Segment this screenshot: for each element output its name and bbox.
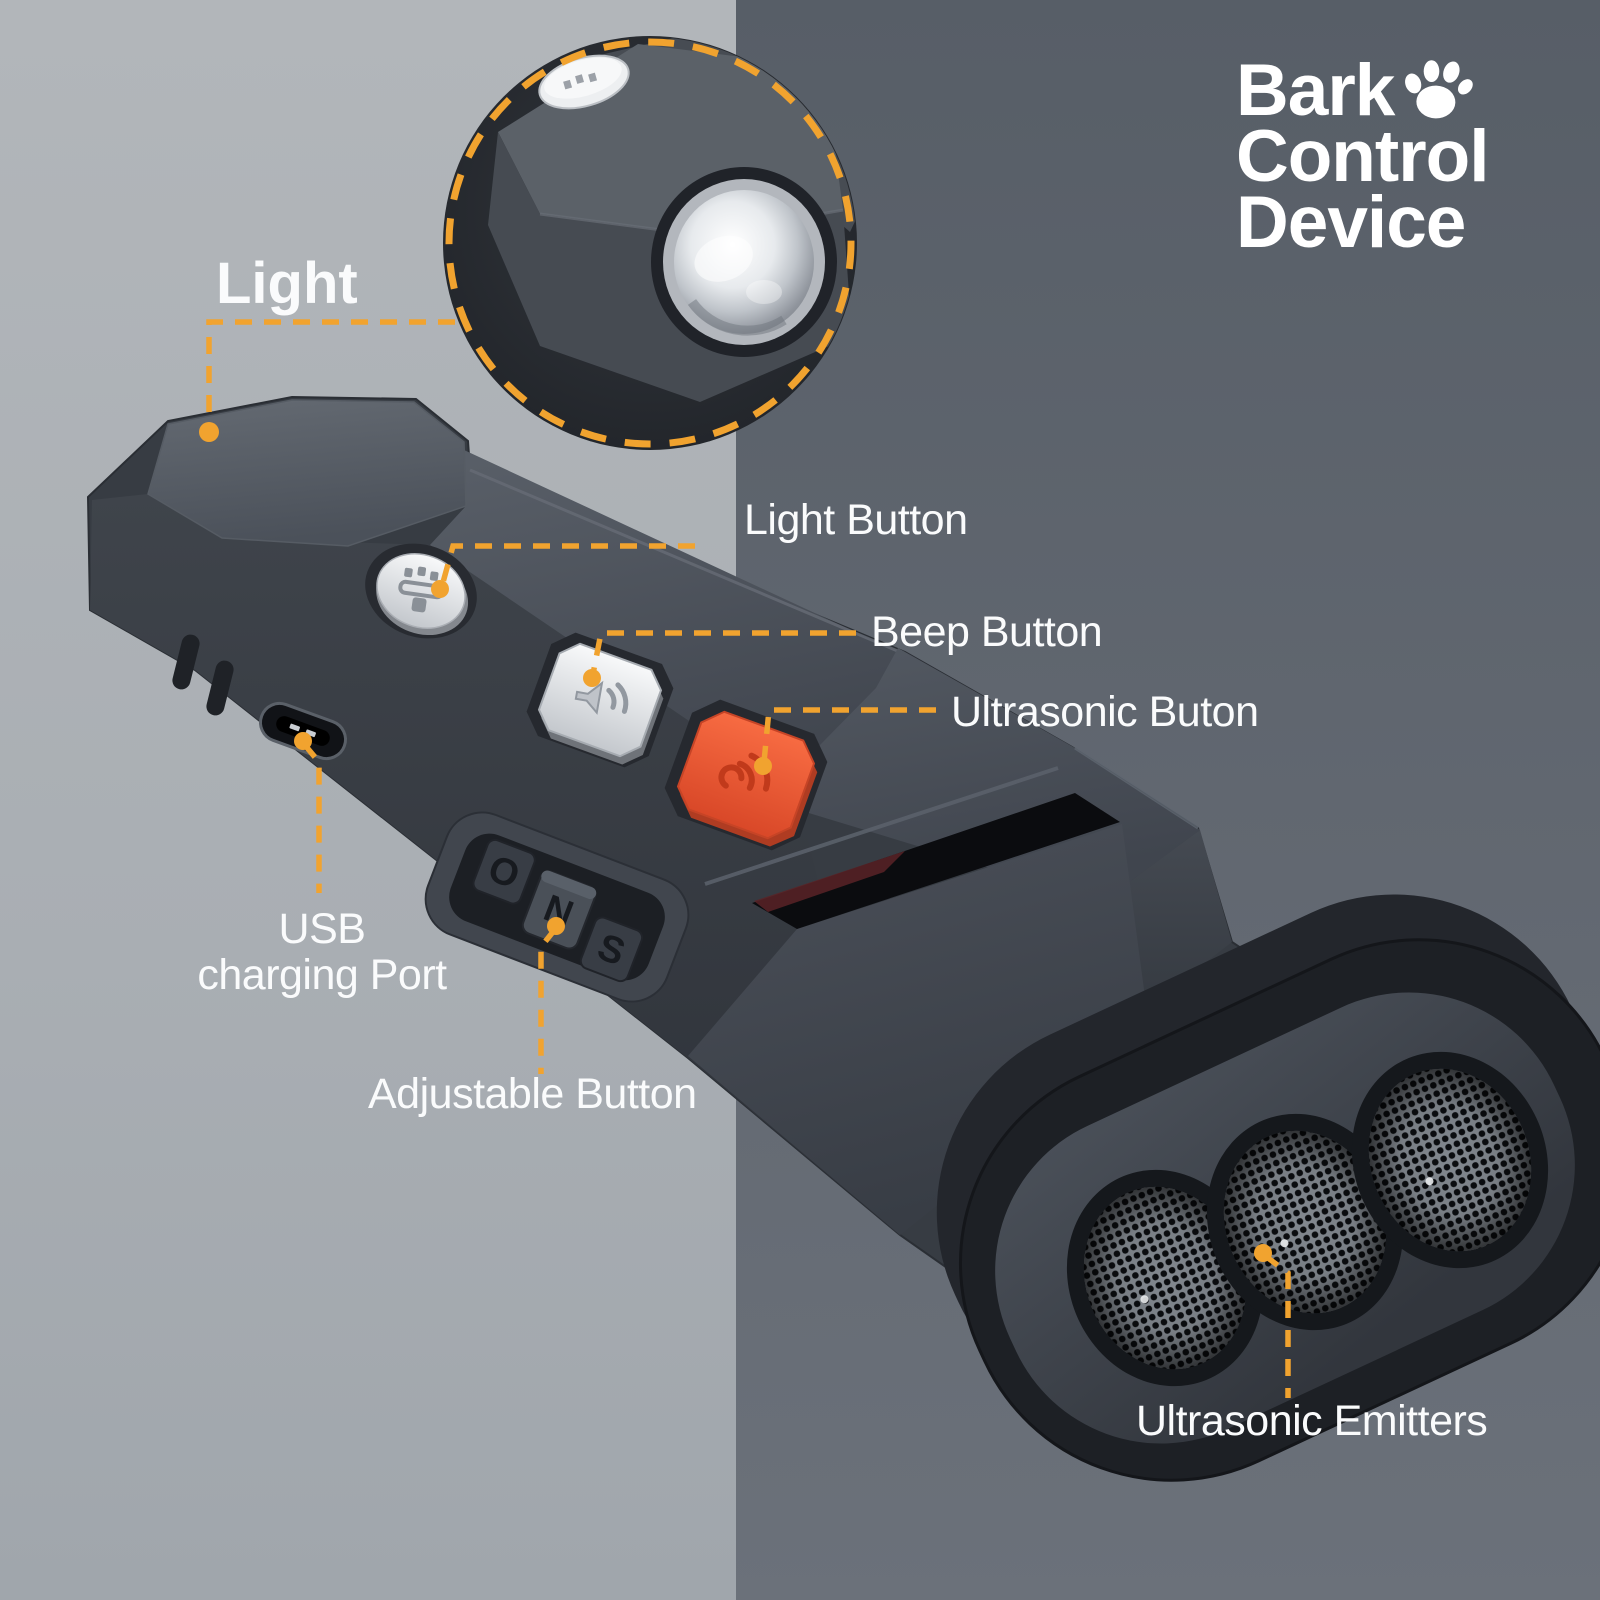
label-usb-charging-port: USB charging Port: [192, 906, 452, 998]
label-ultrasonic-emitters: Ultrasonic Emitters: [1136, 1397, 1488, 1445]
paw-icon: [1405, 60, 1473, 119]
rear-top-edge-highlight: [1074, 746, 1199, 830]
switch-key-o: O: [472, 838, 536, 905]
callout-line-usb-port: [301, 742, 322, 893]
body-top-ridge: [469, 468, 901, 654]
label-light: Light: [216, 251, 358, 316]
callout-line-light-button: [439, 543, 695, 587]
callout-dot-adjustable-button: [547, 917, 565, 935]
callout-dots: [199, 422, 1272, 1262]
label-ultrasonic-button: Ultrasonic Buton: [951, 688, 1259, 736]
usb-port: [259, 701, 347, 761]
ultrasonic-button: [664, 699, 828, 851]
callout-line-emitters: [1262, 1252, 1291, 1398]
title-line-3: Device: [1236, 182, 1466, 263]
title-line-2: Control: [1236, 116, 1489, 197]
beep-button: [526, 632, 674, 768]
dark-slot: [752, 793, 1120, 929]
led-light: [651, 167, 837, 357]
emitter-head: [936, 894, 1600, 1482]
device-head-top: [147, 399, 467, 547]
device-body: O N S: [86, 395, 1600, 1482]
label-usb-line1: USB: [278, 905, 366, 953]
callout-dot-beep-button: [583, 669, 601, 687]
label-usb-line2: charging Port: [197, 951, 447, 999]
label-adjustable-button: Adjustable Button: [368, 1070, 697, 1118]
inset-dashed-ring: [445, 38, 855, 448]
ultrasonic-emitter-3: [1351, 1051, 1549, 1269]
callout-dot-usb-port: [294, 732, 312, 750]
label-light-button: Light Button: [744, 496, 968, 544]
page-title: Bark Control Device: [1236, 50, 1489, 263]
slot-red-glow: [754, 851, 905, 912]
callout-dot-ultrasonic-button: [754, 757, 772, 775]
light-inset-circle: [443, 36, 857, 450]
power-switch: O N S: [424, 811, 690, 1003]
slot-ridge: [704, 766, 1059, 886]
callout-line-adjustable-button: [538, 926, 559, 1074]
inset-light-button: [538, 54, 630, 110]
title-line-1: Bark: [1236, 50, 1395, 131]
ultrasonic-emitter-1: [1066, 1169, 1264, 1387]
switch-knob-n: N: [521, 870, 597, 950]
callout-lines: [206, 319, 1291, 1398]
speaker-icon: [574, 680, 629, 715]
label-beep-button: Beep Button: [871, 608, 1103, 656]
vent-slots: [172, 634, 234, 716]
switch-key-s: S: [579, 916, 644, 983]
callout-dot-light: [199, 422, 219, 442]
callout-line-light: [206, 319, 455, 424]
callout-dot-light-button: [431, 580, 449, 598]
rear-block-front: [688, 824, 1150, 1235]
callout-dot-emitters: [1254, 1244, 1272, 1262]
